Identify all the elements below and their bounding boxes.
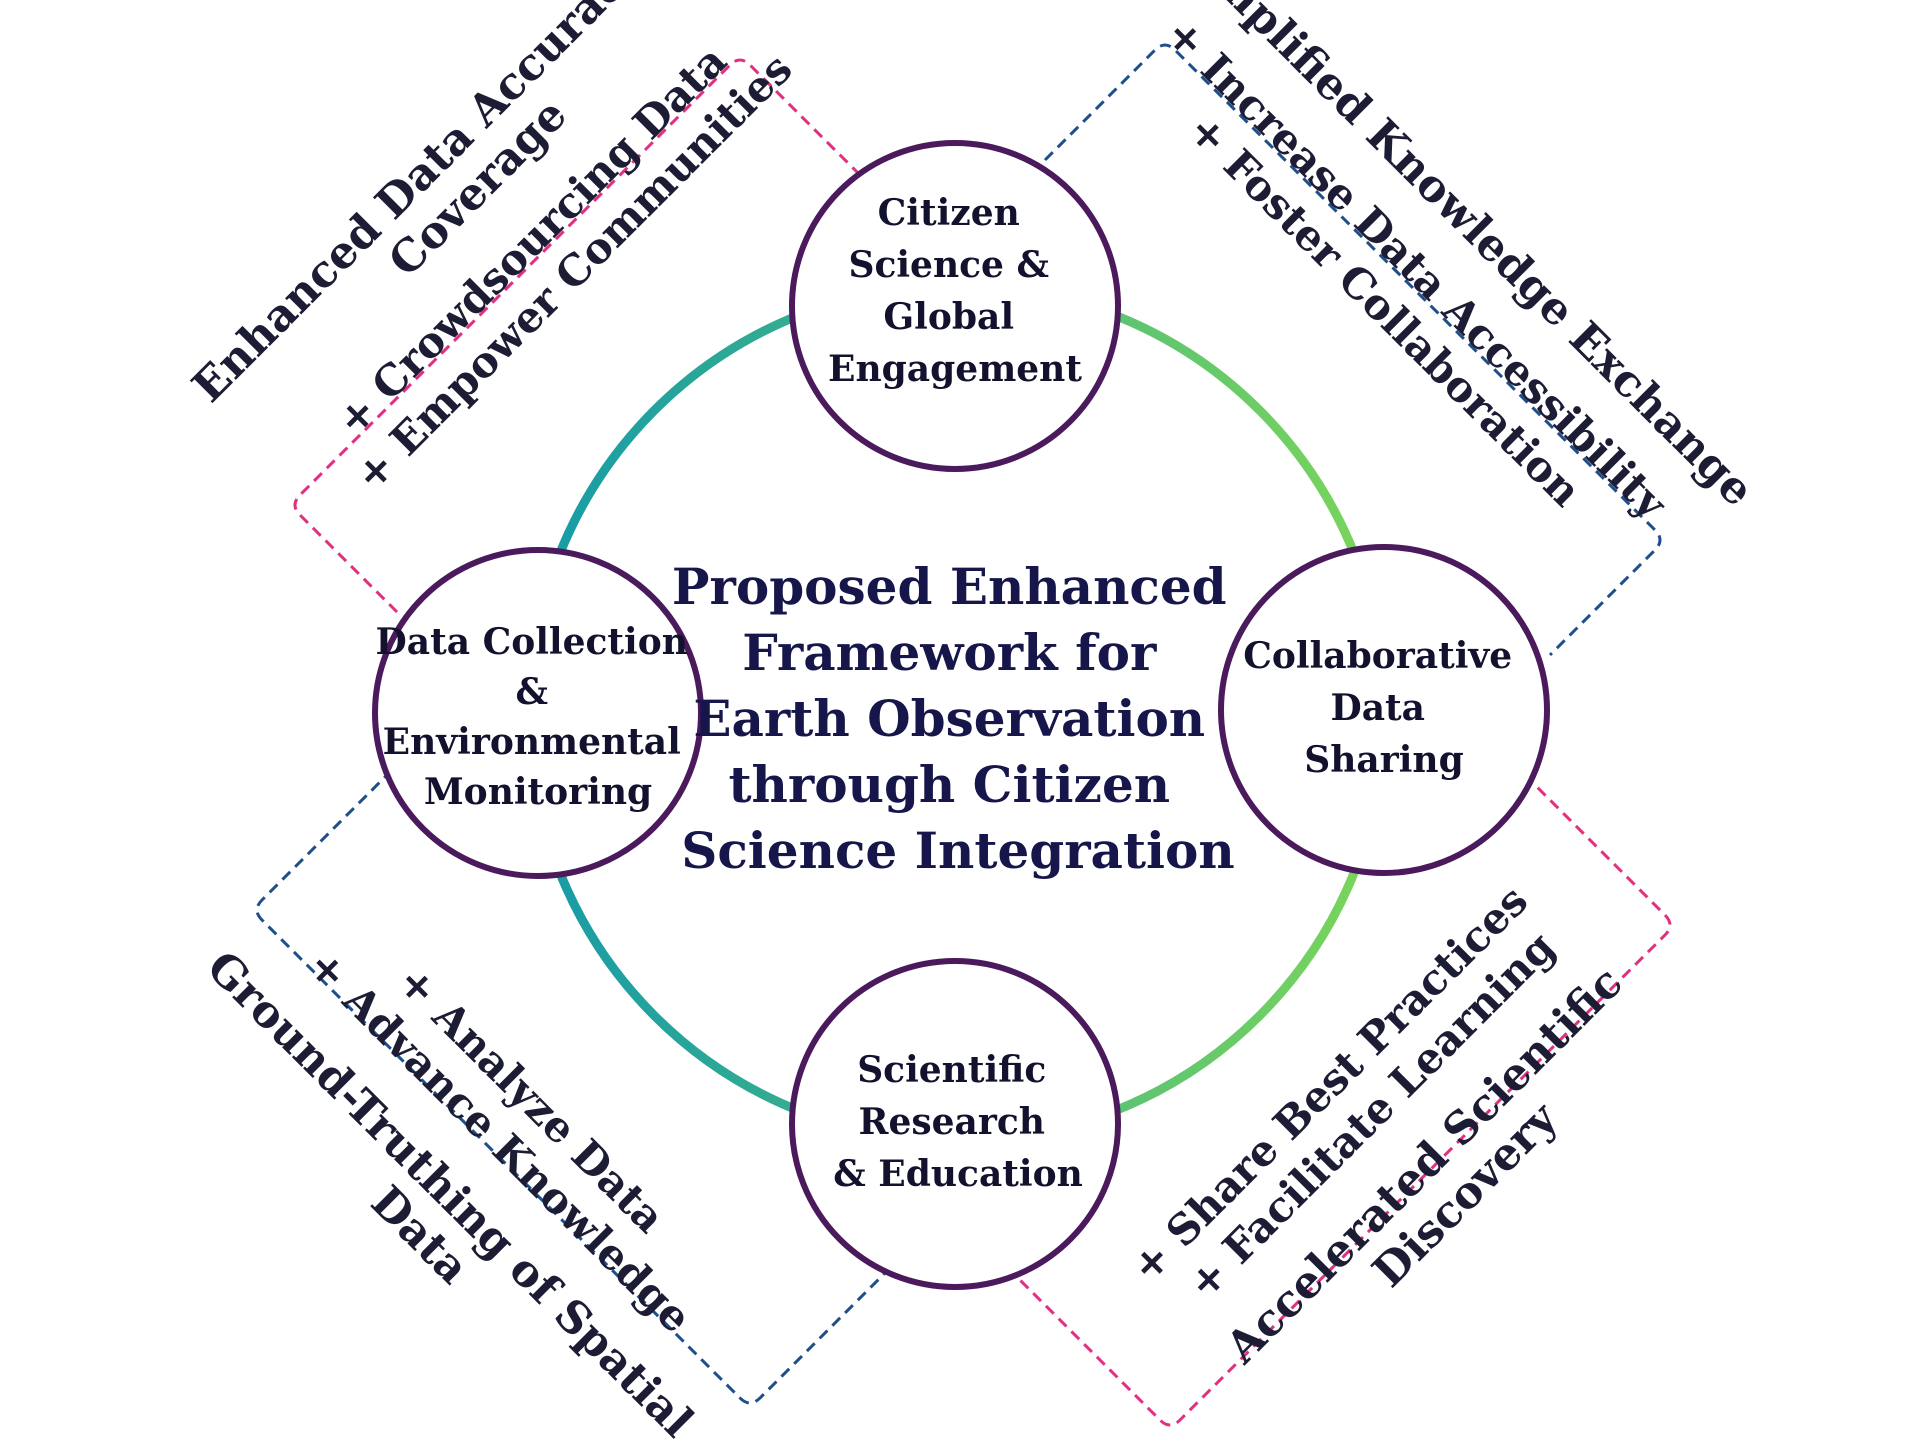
quadrant-bottom-left: + Analyze Data + Advance Knowledge Groun… (197, 940, 703, 1440)
node-right-line: Data (1330, 687, 1425, 729)
node-bottom-line: & Education (833, 1153, 1083, 1195)
quadrant-top-right-title: Amplified Knowledge Exchange (1178, 0, 1763, 516)
quadrant-top-right-items: + Increase Data Accessibility + Foster C… (1120, 8, 1687, 575)
node-label-top: Citizen Science & Global Engagement (828, 192, 1082, 390)
node-circle-right (1218, 544, 1550, 876)
top-left-dashed-frame (293, 58, 867, 614)
node-top-line: Engagement (828, 348, 1082, 390)
node-top-line: Global (883, 296, 1014, 338)
node-right-line: Sharing (1304, 739, 1464, 781)
center-title: Proposed Enhanced Framework for Earth Ob… (672, 557, 1244, 880)
node-left-line: & (515, 671, 548, 713)
node-circle-top (789, 140, 1121, 472)
node-bottom-line: Research (859, 1101, 1045, 1143)
node-left-line: Environmental (383, 721, 681, 763)
center-title-line: Proposed Enhanced (672, 557, 1227, 616)
node-top-line: Science & (848, 244, 1049, 286)
quadrant-top-left: Enhanced Data Accuracy & Coverage + Crow… (183, 0, 802, 500)
bottom-left-dashed-frame (255, 768, 887, 1405)
bottom-right-dashed-frame (1018, 773, 1672, 1427)
node-left-line: Monitoring (424, 771, 652, 813)
node-circle-left (372, 547, 704, 879)
center-title-line: Science Integration (681, 821, 1235, 880)
node-label-bottom: Scientific Research & Education (833, 1049, 1083, 1195)
node-label-left: Data Collection & Environmental Monitori… (376, 621, 701, 813)
quadrant-item: + Increase Data Accessibility (1156, 8, 1677, 529)
node-right-line: Collaborative (1243, 635, 1512, 677)
quadrant-bottom-right: + Share Best Practices + Facilitate Lear… (1121, 876, 1632, 1374)
top-right-dashed-frame (1043, 43, 1662, 657)
node-left-line: Data Collection (376, 621, 688, 663)
center-title-line: Earth Observation (693, 689, 1205, 748)
quadrant-title-line: Amplified Knowledge Exchange (1178, 0, 1763, 516)
node-circle-bottom (789, 958, 1121, 1290)
node-bottom-line: Scientific (857, 1049, 1046, 1091)
center-title-line: through Citizen (728, 755, 1170, 814)
quadrant-top-right: Amplified Knowledge Exchange + Increase … (1120, 0, 1763, 575)
node-top-line: Citizen (878, 192, 1020, 234)
center-title-line: Framework for (742, 623, 1157, 682)
node-label-right: Collaborative Data Sharing (1243, 635, 1525, 781)
